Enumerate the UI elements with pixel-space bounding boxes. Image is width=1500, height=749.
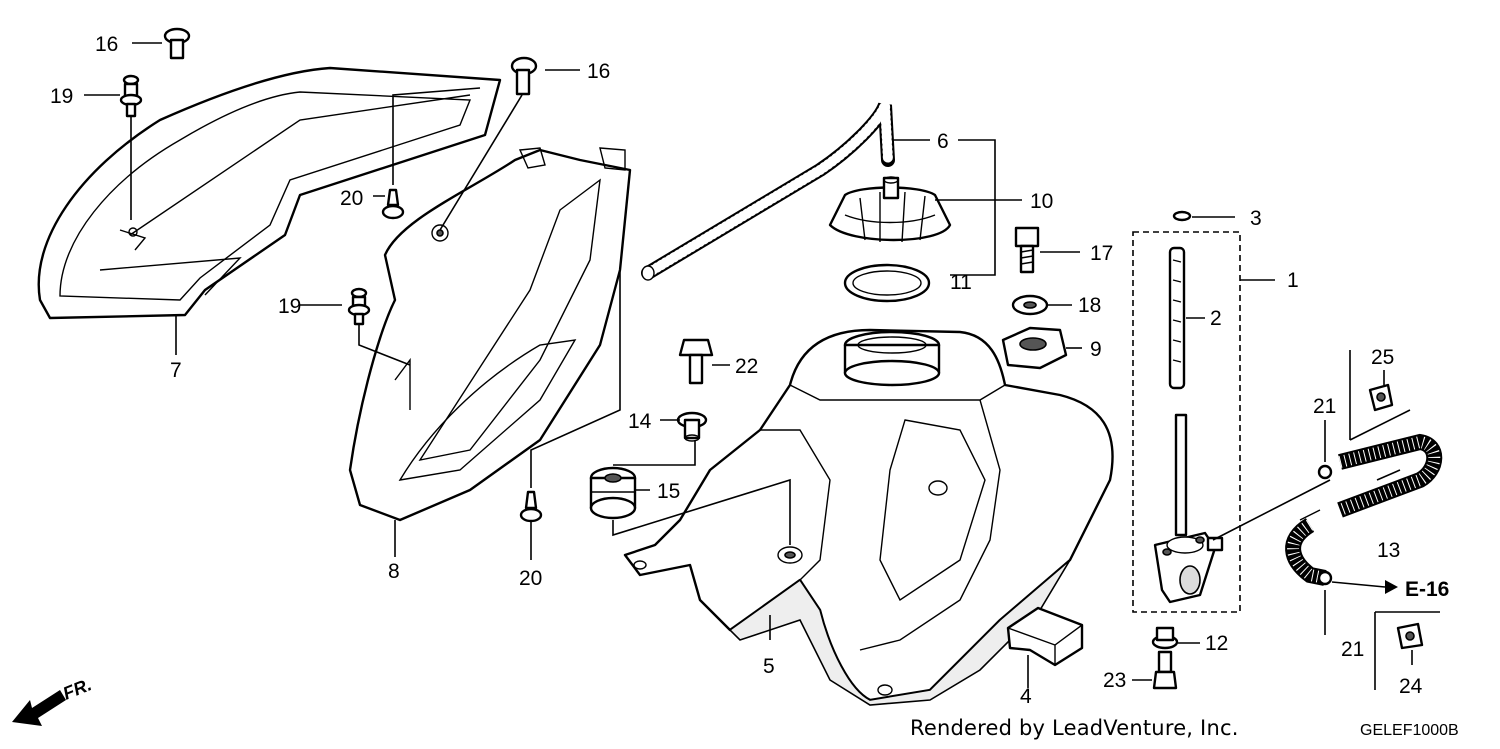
callout-12: 12: [1205, 632, 1228, 655]
part-4-pad: [1006, 606, 1084, 667]
callout-4: 4: [1020, 685, 1032, 708]
callout-11: 11: [950, 271, 972, 294]
part-19-clip-lower: [347, 287, 371, 326]
part-25-clamp: [1368, 383, 1394, 412]
part-15-grommet: [589, 466, 637, 520]
callout-18: 18: [1078, 294, 1101, 317]
part-1-fuel-valve: [1153, 413, 1224, 604]
part-8-side-shroud: [348, 147, 632, 522]
front-direction-arrow: FR.: [12, 674, 94, 726]
callout-1: 1: [1287, 269, 1299, 292]
callout-20-lower: 20: [519, 567, 542, 590]
leader-lines: [84, 42, 1413, 688]
part-22-bolt: [678, 338, 714, 385]
callout-22: 22: [735, 355, 758, 378]
diagram-code: GELEF1000B: [1360, 722, 1459, 739]
front-marker-label: FR.: [60, 674, 94, 703]
callout-17: 17: [1090, 242, 1113, 265]
part-21-clip-lower: [1317, 570, 1333, 586]
part-20-screw-upper: [381, 188, 405, 220]
part-11-cap-gasket: [843, 263, 931, 303]
callout-numbers: 1 2 3 4 5 6 7 8 9 10 11 12 13 14 15 16 1…: [50, 33, 1449, 708]
callout-20-upper: 20: [340, 187, 363, 210]
part-16-screw-upper-right: [510, 56, 538, 96]
callout-13: 13: [1377, 539, 1400, 562]
part-13-fuel-hose: [1285, 433, 1443, 586]
e16-reference-arrow: [1331, 580, 1398, 594]
callout-8: 8: [388, 560, 400, 583]
callout-25: 25: [1371, 346, 1394, 369]
part-1-fuel-valve-bracket: [1132, 231, 1241, 613]
part-24-clamp: [1396, 622, 1424, 650]
callout-6: 6: [937, 130, 949, 153]
callout-23: 23: [1103, 669, 1126, 692]
callout-21-upper: 21: [1313, 395, 1336, 418]
callout-5: 5: [763, 655, 775, 678]
part-21-clip-upper: [1317, 464, 1333, 480]
callout-15: 15: [657, 480, 680, 503]
part-20-screw-lower: [519, 490, 543, 523]
part-12-washer: [1151, 626, 1179, 650]
callout-2: 2: [1210, 307, 1222, 330]
part-10-fuel-cap: [828, 176, 952, 243]
callout-3: 3: [1250, 207, 1262, 230]
part-18-washer: [1011, 294, 1049, 316]
part-23-bolt: [1152, 650, 1178, 690]
callout-21-lower: 21: [1341, 638, 1364, 661]
part-16-screw-upper-left: [163, 27, 191, 60]
callout-16-upper-right: 16: [587, 60, 610, 83]
part-19-clip-upper: [119, 74, 143, 118]
part-9-rubber-mount: [1001, 326, 1068, 370]
part-7-upper-shroud: [37, 66, 502, 320]
part-5-fuel-tank: [623, 328, 1114, 706]
render-credit: Rendered by LeadVenture, Inc.: [910, 716, 1239, 740]
callout-14: 14: [628, 410, 652, 433]
part-6-breather-tube: [641, 102, 895, 281]
callout-24: 24: [1399, 675, 1423, 698]
callout-10: 10: [1030, 190, 1053, 213]
callout-16-upper-left: 16: [95, 33, 118, 56]
part-3-o-ring: [1172, 210, 1192, 222]
reference-label-e16: E-16: [1405, 578, 1449, 601]
part-17-bolt: [1014, 226, 1040, 274]
part-2-strainer: [1168, 246, 1186, 390]
callout-19-lower: 19: [278, 295, 301, 318]
callout-9: 9: [1090, 338, 1102, 361]
part-14-collar: [676, 411, 708, 442]
callout-7: 7: [170, 359, 182, 382]
callout-19-upper: 19: [50, 85, 73, 108]
